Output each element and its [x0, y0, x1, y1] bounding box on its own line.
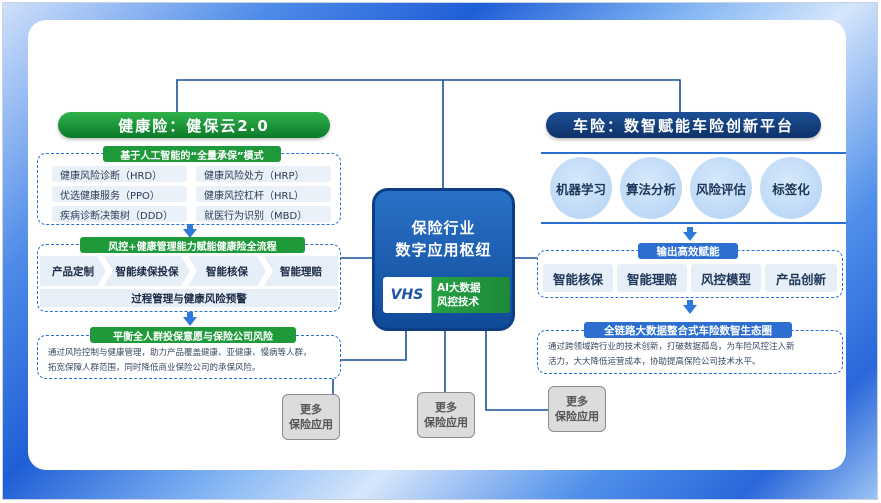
step-product-custom: 产品定制	[40, 256, 106, 286]
step-smart-underwriting: 智能核保	[188, 256, 266, 286]
more-apps-box-3: 更多 保险应用	[548, 386, 606, 432]
down-arrow-stem-2	[187, 312, 193, 318]
ppo-item: 优选健康服务（PPO）	[52, 186, 187, 202]
hrl-item: 健康风控杠杆（HRL）	[196, 186, 331, 202]
step-smart-renewal: 智能续保投保	[104, 256, 190, 286]
more-line2: 保险应用	[424, 416, 468, 429]
down-arrow-icon-2	[183, 317, 197, 326]
ai-risk-tech-text: AI大数据 风控技术	[431, 281, 481, 309]
eco-line-1: 通过跨领域跨行业的技术创新，打破数据孤岛，为车险风控注入新	[548, 342, 795, 352]
balance-risk-desc: 通过风险控制与健康管理，助力产品覆盖健康、亚健康、慢病等人群， 拓宽保障人群范围…	[38, 346, 340, 376]
circles-bottom-line	[541, 222, 846, 224]
more-line2: 保险应用	[555, 410, 599, 423]
hub-title-line1: 保险行业	[411, 219, 476, 237]
process-management-bar: 过程管理与健康风险预警	[40, 289, 338, 307]
efficient-output-label: 输出高效赋能	[638, 243, 738, 259]
desc-line-2: 拓宽保障人群范围，同时降低商业保险公司的承保风险。	[48, 363, 261, 373]
right-arrow-stem	[687, 227, 693, 233]
right-smart-claims: 智能理赔	[617, 264, 687, 292]
ecosystem-desc: 通过跨领域跨行业的技术创新，打破数据孤岛，为车险风控注入新 活力，大大降低运营成…	[538, 340, 842, 370]
vhs-logo: VHS	[390, 287, 424, 303]
down-arrow-icon	[183, 229, 197, 238]
risk-control-label: 风控+健康管理能力赋能健康险全流程	[80, 237, 305, 253]
ai-underwriting-label: 基于人工智能的“全量承保”模式	[103, 146, 281, 162]
more-line2: 保险应用	[289, 418, 333, 431]
circle-machine-learning: 机器学习	[550, 157, 612, 219]
more-apps-box-2: 更多 保险应用	[417, 392, 475, 438]
right-down-arrow-icon-2	[683, 305, 697, 314]
right-risk-model: 风控模型	[691, 264, 761, 292]
badge-line2: 风控技术	[437, 296, 479, 308]
step-smart-claims: 智能理赔	[264, 256, 338, 286]
more-line1: 更多	[300, 403, 322, 416]
mbd-item: 就医行为识别（MBD）	[196, 206, 331, 222]
right-product-innovation: 产品创新	[765, 264, 837, 292]
right-arrow-stem-2	[687, 300, 693, 306]
ddd-item: 疾病诊断决策树（DDD）	[52, 206, 187, 222]
more-line1: 更多	[435, 401, 457, 414]
more-apps-box-1: 更多 保险应用	[282, 394, 340, 440]
desc-line-1: 通过风险控制与健康管理，助力产品覆盖健康、亚健康、慢病等人群，	[48, 348, 312, 358]
circle-algorithm-analysis: 算法分析	[620, 157, 682, 219]
ecosystem-label: 全链路大数据整合式车险数智生态圈	[584, 322, 792, 338]
insurance-hub-box: 保险行业 数字应用枢纽 VHS AI大数据 风控技术	[372, 188, 515, 331]
hub-title-line2: 数字应用枢纽	[395, 241, 492, 259]
right-down-arrow-icon	[683, 232, 697, 241]
auto-insurance-title: 车险：数智赋能车险创新平台	[546, 112, 821, 138]
balance-risk-label: 平衡全人群投保意愿与保险公司风险	[90, 327, 296, 343]
circle-tagging: 标签化	[760, 157, 822, 219]
vhs-badge: VHS AI大数据 风控技术	[383, 277, 510, 313]
badge-line1: AI大数据	[437, 282, 481, 294]
circles-top-line	[541, 152, 846, 154]
circle-risk-assessment: 风险评估	[690, 157, 752, 219]
hrp-item: 健康风险处方（HRP）	[196, 166, 331, 182]
eco-line-2: 活力，大大降低运营成本，协助提高保险公司技术水平。	[548, 357, 761, 367]
hrd-item: 健康风险诊断（HRD）	[52, 166, 187, 182]
health-insurance-title: 健康险：健保云2.0	[58, 112, 330, 138]
right-smart-underwriting: 智能核保	[543, 264, 613, 292]
more-line1: 更多	[566, 395, 588, 408]
down-arrow-stem	[187, 224, 193, 230]
